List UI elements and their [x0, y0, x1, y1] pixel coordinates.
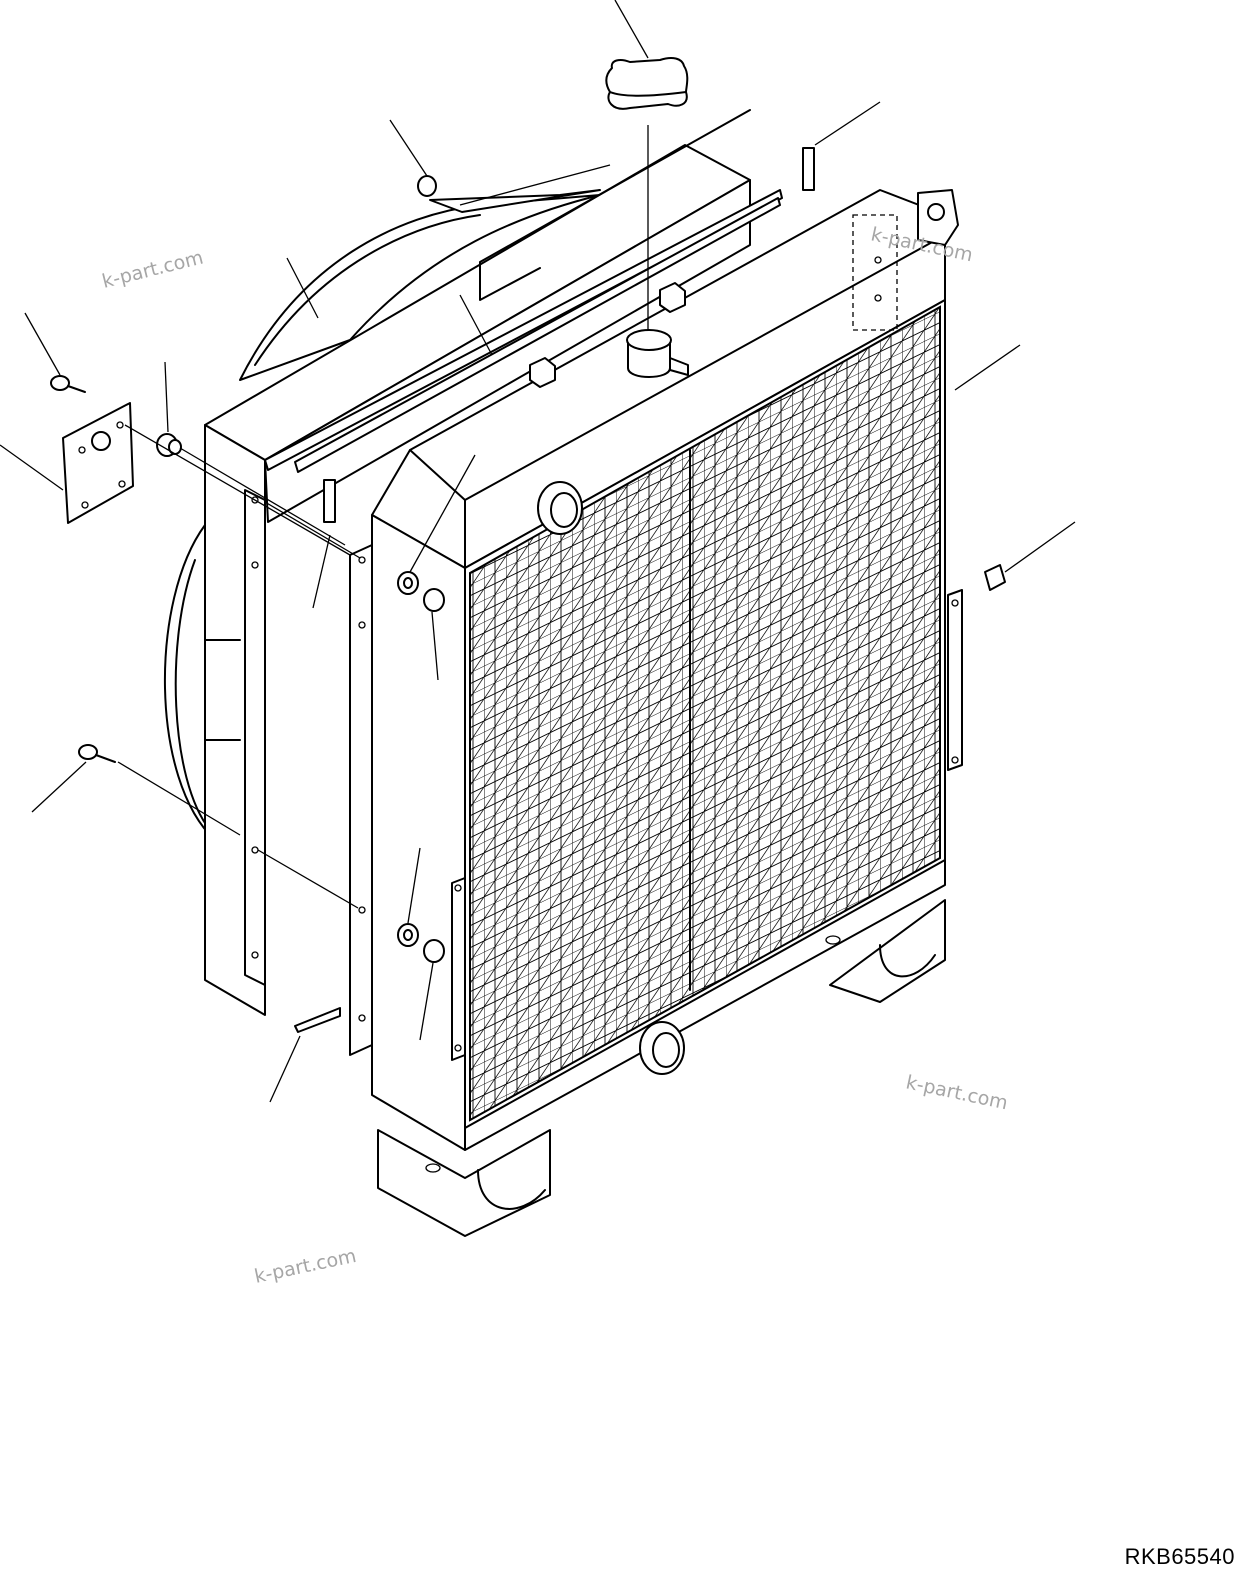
seal-plate: [244, 189, 783, 986]
watermark-3: k-part.com: [904, 1071, 1010, 1114]
clip-right: [984, 564, 1006, 591]
bolt-upper: [50, 375, 86, 393]
fan-shroud: [164, 189, 601, 841]
callout-leaders: [0, 0, 1076, 1103]
seal-strip-center: [323, 479, 336, 523]
radiator-cap: [605, 57, 689, 110]
side-bracket-left: [349, 544, 373, 1056]
cushion-upper: [156, 433, 182, 457]
watermark-4: k-part.com: [252, 1245, 358, 1288]
washers-lower: [397, 923, 445, 963]
drawing-code: RKB65540: [1124, 1544, 1235, 1569]
assembly-lines: [117, 125, 649, 909]
bolt-lower: [78, 744, 116, 763]
mount-plate: [62, 402, 134, 524]
washers-upper: [397, 571, 445, 612]
nut-top: [417, 175, 437, 197]
seal-strip-right: [802, 147, 815, 191]
radiator-body: [371, 189, 963, 1237]
watermark-1: k-part.com: [100, 246, 206, 292]
seal-strip-bottom: [294, 1007, 341, 1033]
